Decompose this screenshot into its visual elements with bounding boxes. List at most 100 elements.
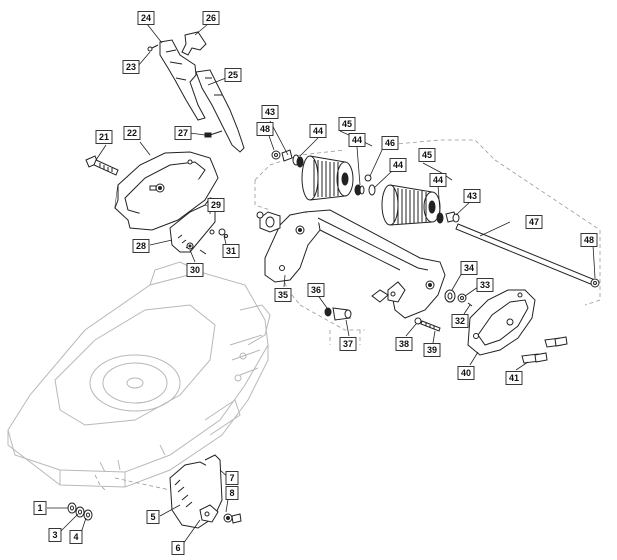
callout-text: 39 [427, 345, 437, 355]
callout-box [123, 126, 141, 140]
callout-text: 45 [342, 119, 352, 129]
callout-text: 8 [229, 488, 234, 498]
callout-text: 29 [211, 200, 221, 210]
callout-box [418, 148, 436, 162]
callout-box [137, 11, 155, 25]
callout-35: 35 [274, 288, 292, 302]
callout-box [261, 105, 279, 119]
callout-text: 25 [228, 70, 238, 80]
callout-text: 23 [126, 62, 136, 72]
callout-text: 38 [399, 339, 409, 349]
callout-text: 30 [190, 265, 200, 275]
callout-39: 39 [423, 343, 441, 357]
callout-box [429, 173, 447, 187]
callout-text: 32 [455, 316, 465, 326]
callout-box [186, 263, 204, 277]
washers-lower [67, 502, 93, 521]
callout-text: 31 [226, 246, 236, 256]
callout-text: 33 [480, 280, 490, 290]
callout-text: 22 [127, 128, 137, 138]
callout-33: 33 [476, 278, 494, 292]
callout-box [338, 117, 356, 131]
right-wheel-spacers [444, 289, 473, 307]
callout-box [202, 11, 220, 25]
callout-box [69, 530, 83, 544]
callout-box [423, 343, 441, 357]
callout-text: 21 [99, 132, 109, 142]
callout-text: 44 [433, 175, 443, 185]
pivot-pin-36-37 [324, 307, 352, 321]
callout-text: 47 [529, 217, 539, 227]
callout-38: 38 [395, 337, 413, 351]
washers-upper [271, 149, 460, 224]
callout-32: 32 [451, 314, 469, 328]
callout-43a: 43 [261, 105, 279, 119]
callout-text: 5 [150, 512, 155, 522]
callout-text: 28 [136, 241, 146, 251]
callout-text: 26 [206, 13, 216, 23]
bolt-38-39 [414, 317, 441, 332]
callout-box [476, 278, 494, 292]
callout-46: 46 [381, 136, 399, 150]
callout-48a: 48 [256, 122, 274, 136]
callout-box [48, 528, 62, 542]
callout-text: 24 [141, 13, 151, 23]
callout-44c: 44 [389, 158, 407, 172]
callout-box [33, 501, 47, 515]
callout-text: 41 [509, 373, 519, 383]
side-cover-40 [467, 289, 536, 356]
callout-26: 26 [202, 11, 220, 25]
callout-box [451, 314, 469, 328]
callout-text: 1 [37, 503, 42, 513]
callout-box [580, 233, 598, 247]
callout-box [146, 510, 160, 524]
callout-box [460, 261, 478, 275]
callout-text: 48 [260, 124, 270, 134]
callout-28: 28 [132, 239, 150, 253]
callout-box [224, 68, 242, 82]
callout-text: 48 [584, 235, 594, 245]
axle-rod-47 [455, 223, 600, 288]
callout-44b: 44 [348, 133, 366, 147]
callout-text: 44 [313, 126, 323, 136]
callout-47: 47 [525, 215, 543, 229]
callout-44d: 44 [429, 173, 447, 187]
callout-text: 44 [352, 135, 362, 145]
callout-box [309, 124, 327, 138]
callout-24: 24 [137, 11, 155, 25]
callout-45a: 45 [338, 117, 356, 131]
callout-box [339, 337, 357, 351]
callout-1: 1 [33, 501, 47, 515]
callout-23: 23 [122, 60, 140, 74]
callout-6: 6 [171, 541, 185, 555]
callout-box [171, 541, 185, 555]
bolts-41 [521, 336, 568, 364]
callout-box [348, 133, 366, 147]
axle-frame-35 [256, 209, 446, 319]
callout-box [256, 122, 274, 136]
side-cover-22 [114, 151, 219, 231]
mower-deck [7, 261, 271, 488]
callout-box [132, 239, 150, 253]
callout-box [389, 158, 407, 172]
callout-text: 44 [393, 160, 403, 170]
callout-31: 31 [222, 244, 240, 258]
callout-text: 43 [467, 191, 477, 201]
callout-34: 34 [460, 261, 478, 275]
callout-5: 5 [146, 510, 160, 524]
callout-box [274, 288, 292, 302]
callout-29: 29 [207, 198, 225, 212]
callout-30: 30 [186, 263, 204, 277]
callout-box [95, 130, 113, 144]
callout-box [225, 471, 239, 485]
callout-box [225, 486, 239, 500]
callout-45b: 45 [418, 148, 436, 162]
callout-box [463, 189, 481, 203]
callout-text: 43 [265, 107, 275, 117]
callout-text: 46 [385, 138, 395, 148]
callout-48b: 48 [580, 233, 598, 247]
callout-25: 25 [224, 68, 242, 82]
